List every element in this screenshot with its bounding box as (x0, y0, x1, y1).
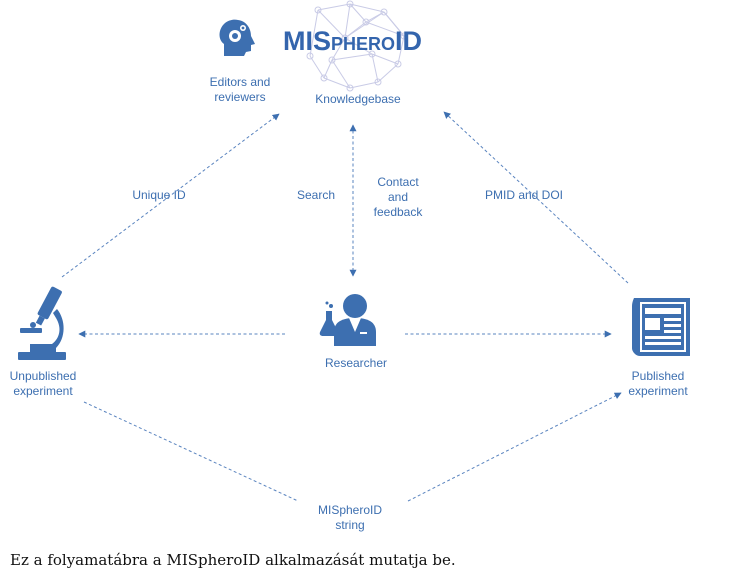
edge-published-to-knowledgebase (443, 111, 629, 284)
edge-unpublished-to-string (83, 401, 299, 502)
researcher-label: Researcher (325, 356, 387, 370)
edge-string-to-published (407, 392, 622, 502)
published-label-line2: experiment (628, 384, 688, 398)
mispheroid-logo: MISPHEROID (283, 26, 422, 56)
microscope-icon (18, 286, 66, 360)
edge-label-search: Search (297, 188, 335, 202)
gear-head-icon (219, 19, 255, 56)
edge-label-pmid-doi: PMID and DOI (485, 188, 563, 202)
edge-label-contact-line1: Contact (377, 175, 419, 189)
knowledgebase-label: Knowledgebase (315, 92, 401, 106)
researcher-icon (319, 294, 376, 346)
edge-label-string-line1: MISpheroID (318, 503, 382, 517)
edge-label-string-line2: string (335, 518, 364, 532)
flow-diagram: MISPHEROID Knowledgebase Editors and rev… (10, 0, 690, 532)
editors-label-line1: Editors and (210, 75, 271, 89)
edge-label-unique-id: Unique ID (132, 188, 186, 202)
unpublished-label-line1: Unpublished (10, 369, 77, 383)
published-label-line1: Published (632, 369, 685, 383)
edge-unpublished-to-knowledgebase (61, 113, 280, 278)
network-icon (306, 0, 408, 92)
editors-label-line2: reviewers (214, 90, 265, 104)
unpublished-label-line2: experiment (13, 384, 73, 398)
figure-caption: Ez a folyamatábra a MISpheroID alkalmazá… (10, 551, 456, 569)
edge-label-contact-line2: and (388, 190, 408, 204)
newspaper-icon (632, 298, 690, 356)
edge-label-contact-line3: feedback (374, 205, 424, 219)
